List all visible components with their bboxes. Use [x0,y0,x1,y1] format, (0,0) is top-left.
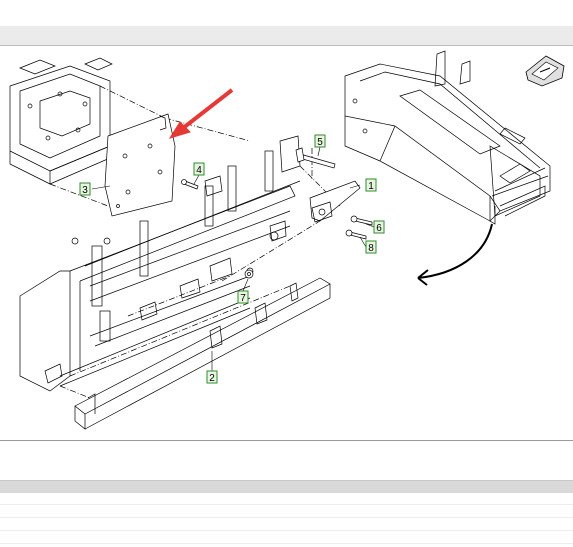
notes-area [0,441,573,480]
curved-arrow-icon [417,223,493,286]
table-row [0,518,573,531]
callout-label: 1 [368,181,374,192]
front-orientation-icon [525,55,565,87]
callout-label: 5 [317,137,323,148]
parts-table-header [0,480,573,493]
parts-table-body [0,492,573,547]
section-header-bar [0,26,573,46]
table-row [0,531,573,544]
red-pointer-arrow-icon [168,88,234,139]
callout-7: 7 [237,278,249,304]
callout-label: 2 [209,373,215,384]
callout-label: 7 [240,293,246,304]
frame-bracket [9,57,113,185]
callout-label: 4 [196,165,202,176]
part-2-lower-rail [74,277,331,430]
callout-6: 6 [365,220,385,234]
callout-5: 5 [314,134,326,157]
callout-3: 3 [79,182,111,196]
callout-label: 3 [82,185,88,196]
table-row [0,492,573,505]
exploded-parts-figure: 1 2 3 4 5 6 7 8 [0,46,573,441]
part-4-screw [181,179,199,190]
callout-label: 8 [368,243,374,254]
assembled-unit-view [344,50,551,225]
callout-1: 1 [349,178,377,192]
callout-4: 4 [193,162,205,185]
part-5-bolt [295,147,336,169]
table-row [0,505,573,518]
callout-label: 6 [376,223,382,234]
part-1-bracket [309,180,361,223]
top-band [0,0,573,27]
callout-8: 8 [359,236,377,254]
callout-2: 2 [206,351,218,384]
part-7-nut [244,269,254,279]
part-8-screw [345,229,367,240]
part-3-side-plate [104,113,176,217]
main-carriage-assembly [19,135,301,392]
part-6-screw [350,215,373,226]
